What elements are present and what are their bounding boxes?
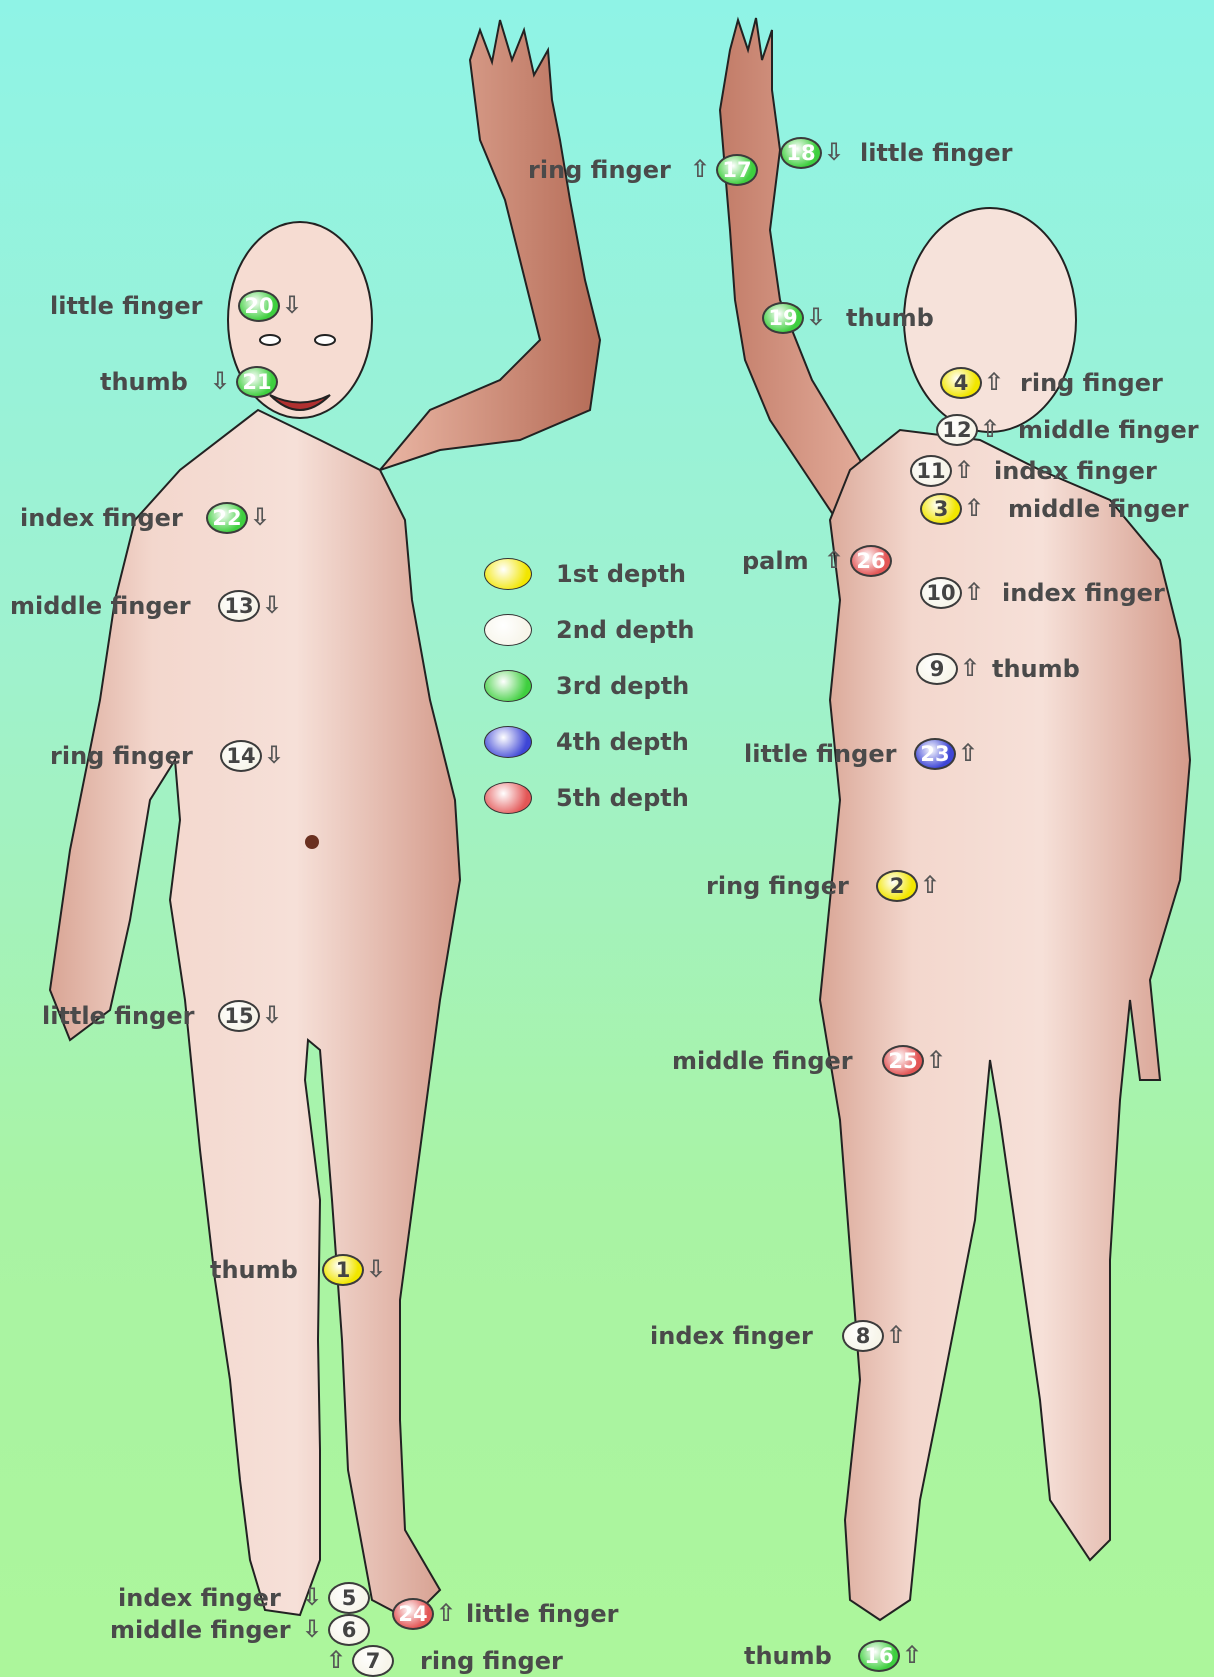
- point-badge-7: 7: [352, 1645, 394, 1677]
- legend-label: 4th depth: [556, 728, 689, 756]
- point-label-26: palm: [742, 547, 809, 575]
- point-badge-6: 6: [328, 1614, 370, 1646]
- point-label-19: thumb: [846, 304, 934, 332]
- point-badge-3: 3: [920, 493, 962, 525]
- point-badge-20: 20: [238, 290, 280, 322]
- point-badge-8: 8: [842, 1320, 884, 1352]
- point-badge-12: 12: [936, 414, 978, 446]
- navel: [305, 835, 319, 849]
- arrow-up-icon: ⇧: [886, 1320, 906, 1350]
- point-label-13: middle finger: [10, 592, 191, 620]
- point-label-15: little finger: [42, 1002, 194, 1030]
- point-label-8: index finger: [650, 1322, 813, 1350]
- arrow-up-icon: ⇧: [436, 1598, 456, 1628]
- point-badge-14: 14: [220, 740, 262, 772]
- arrow-up-icon: ⇧: [984, 367, 1004, 397]
- point-badge-23: 23: [914, 738, 956, 770]
- point-label-22: index finger: [20, 504, 183, 532]
- point-badge-19: 19: [762, 302, 804, 334]
- arrow-down-icon: ⇩: [282, 290, 302, 320]
- point-label-16: thumb: [744, 1642, 832, 1670]
- legend-label: 5th depth: [556, 784, 689, 812]
- arrow-up-icon: ⇧: [964, 493, 984, 523]
- arrow-up-icon: ⇧: [824, 545, 844, 575]
- point-label-20: little finger: [50, 292, 202, 320]
- arrow-up-icon: ⇧: [920, 870, 940, 900]
- arrow-up-icon: ⇧: [326, 1645, 346, 1675]
- point-badge-22: 22: [206, 502, 248, 534]
- point-label-2: ring finger: [706, 872, 849, 900]
- point-label-6: middle finger: [110, 1616, 291, 1644]
- arrow-up-icon: ⇧: [954, 455, 974, 485]
- arrow-down-icon: ⇩: [210, 366, 230, 396]
- point-label-17: ring finger: [528, 156, 671, 184]
- arrow-up-icon: ⇧: [690, 154, 710, 184]
- point-label-14: ring finger: [50, 742, 193, 770]
- legend-swatch-1: [484, 558, 532, 590]
- legend-swatch-3: [484, 670, 532, 702]
- arrow-up-icon: ⇧: [926, 1045, 946, 1075]
- arrow-up-icon: ⇧: [960, 653, 980, 683]
- point-badge-4: 4: [940, 367, 982, 399]
- legend-label: 2nd depth: [556, 616, 695, 644]
- point-label-9: thumb: [992, 655, 1080, 683]
- point-label-21: thumb: [100, 368, 188, 396]
- point-badge-13: 13: [218, 590, 260, 622]
- arrow-down-icon: ⇩: [302, 1614, 322, 1644]
- point-badge-11: 11: [910, 455, 952, 487]
- point-badge-15: 15: [218, 1000, 260, 1032]
- point-label-18: little finger: [860, 139, 1012, 167]
- point-badge-21: 21: [236, 366, 278, 398]
- arrow-up-icon: ⇧: [958, 738, 978, 768]
- arrow-down-icon: ⇩: [806, 302, 826, 332]
- point-label-3: middle finger: [1008, 495, 1189, 523]
- arrow-up-icon: ⇧: [964, 577, 984, 607]
- point-label-10: index finger: [1002, 579, 1165, 607]
- point-label-7: ring finger: [420, 1647, 563, 1675]
- point-label-4: ring finger: [1020, 369, 1163, 397]
- legend-label: 3rd depth: [556, 672, 689, 700]
- point-badge-26: 26: [850, 545, 892, 577]
- point-badge-16: 16: [858, 1640, 900, 1672]
- point-badge-24: 24: [392, 1598, 434, 1630]
- back-figure: [720, 18, 1190, 1620]
- point-label-23: little finger: [744, 740, 896, 768]
- arrow-down-icon: ⇩: [262, 1000, 282, 1030]
- point-badge-18: 18: [780, 137, 822, 169]
- front-raised-arm: [380, 20, 600, 470]
- point-badge-5: 5: [328, 1582, 370, 1614]
- arrow-up-icon: ⇧: [902, 1640, 922, 1670]
- front-figure: [50, 20, 600, 1620]
- point-badge-2: 2: [876, 870, 918, 902]
- point-label-11: index finger: [994, 457, 1157, 485]
- point-badge-17: 17: [716, 154, 758, 186]
- point-label-25: middle finger: [672, 1047, 853, 1075]
- point-label-5: index finger: [118, 1584, 281, 1612]
- point-badge-25: 25: [882, 1045, 924, 1077]
- point-label-24: little finger: [466, 1600, 618, 1628]
- arrow-down-icon: ⇩: [262, 590, 282, 620]
- arrow-down-icon: ⇩: [366, 1254, 386, 1284]
- arrow-up-icon: ⇧: [980, 414, 1000, 444]
- back-body: [820, 430, 1190, 1620]
- point-label-1: thumb: [210, 1256, 298, 1284]
- point-badge-10: 10: [920, 577, 962, 609]
- legend-label: 1st depth: [556, 560, 686, 588]
- point-label-12: middle finger: [1018, 416, 1199, 444]
- legend-swatch-5: [484, 782, 532, 814]
- point-badge-9: 9: [916, 653, 958, 685]
- arrow-down-icon: ⇩: [824, 137, 844, 167]
- arrow-down-icon: ⇩: [264, 740, 284, 770]
- arrow-down-icon: ⇩: [250, 502, 270, 532]
- arrow-down-icon: ⇩: [302, 1582, 322, 1612]
- point-badge-1: 1: [322, 1254, 364, 1286]
- legend-swatch-2: [484, 614, 532, 646]
- legend-swatch-4: [484, 726, 532, 758]
